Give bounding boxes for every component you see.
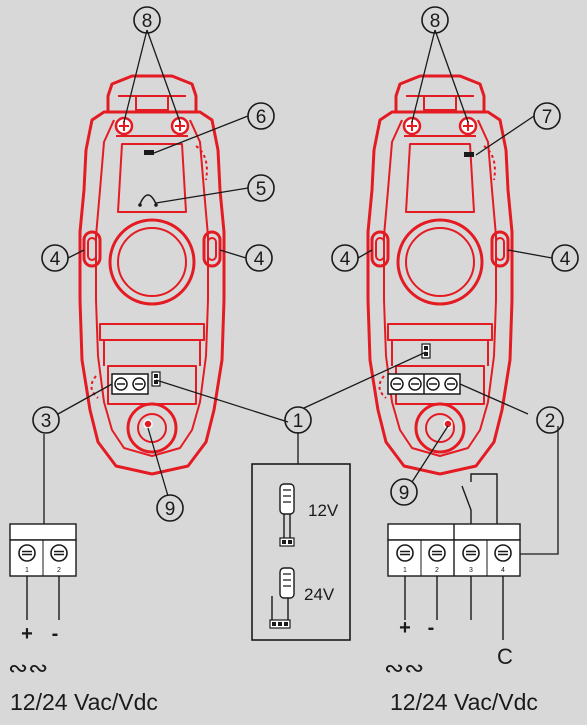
jumper-setting-box: 12V 24V <box>251 463 351 641</box>
callout-4-b: 4 <box>254 249 265 270</box>
right-pin-4: 4 <box>501 567 505 574</box>
right-pin-3: 3 <box>469 567 473 574</box>
jumper-12v-icon <box>279 483 295 547</box>
left-ac-symbol: ∾∾ <box>8 655 48 682</box>
left-spring <box>139 194 157 205</box>
callout-9-right: 9 <box>399 483 410 504</box>
right-pin-2: 2 <box>435 567 439 574</box>
left-led <box>144 150 154 155</box>
callout-labels: 8 8 6 7 5 4 4 4 4 1 3 2 9 9 <box>41 11 571 520</box>
left-minus: - <box>52 623 59 645</box>
callout-9-left: 9 <box>165 499 176 520</box>
left-terminal-block: 1 2 + - ∾∾ 12/24 Vac/Vdc <box>8 523 158 715</box>
callout-8-right: 8 <box>430 11 441 32</box>
callout-circles <box>32 6 579 522</box>
callout-4-c: 4 <box>340 249 351 270</box>
jumper-12v-label: 12V <box>308 501 339 520</box>
callout-3: 3 <box>41 411 52 432</box>
callout-1: 1 <box>293 411 304 432</box>
right-jumper <box>421 343 431 359</box>
jumper-24v-label: 24V <box>304 585 335 604</box>
callout-4-a: 4 <box>50 249 61 270</box>
right-detector <box>366 74 514 476</box>
right-minus: - <box>428 617 435 639</box>
callout-2: 2 <box>545 411 556 432</box>
left-detector <box>78 74 226 476</box>
right-terminal-block: 1 2 3 4 + - C ∾∾ 12/24 Vac/Vdc <box>384 473 538 715</box>
right-led <box>464 152 474 157</box>
callout-6: 6 <box>256 107 267 128</box>
left-jumper <box>151 371 161 387</box>
right-pin-1: 1 <box>403 567 407 574</box>
right-plus: + <box>399 617 411 639</box>
callout-8-left: 8 <box>142 11 153 32</box>
left-supply-label: 12/24 Vac/Vdc <box>10 689 158 715</box>
right-supply-label: 12/24 Vac/Vdc <box>390 689 538 715</box>
callout-7: 7 <box>542 107 553 128</box>
left-plus: + <box>21 623 33 645</box>
relay-contact <box>461 473 498 524</box>
right-common: C <box>497 644 513 669</box>
jumper-24v-icon <box>269 567 295 629</box>
left-pin-2: 2 <box>57 567 61 574</box>
callout-5: 5 <box>256 179 267 200</box>
callout-4-d: 4 <box>560 249 571 270</box>
right-ac-symbol: ∾∾ <box>384 655 424 682</box>
left-pin-1: 1 <box>25 567 29 574</box>
leader-lines <box>43 29 559 555</box>
